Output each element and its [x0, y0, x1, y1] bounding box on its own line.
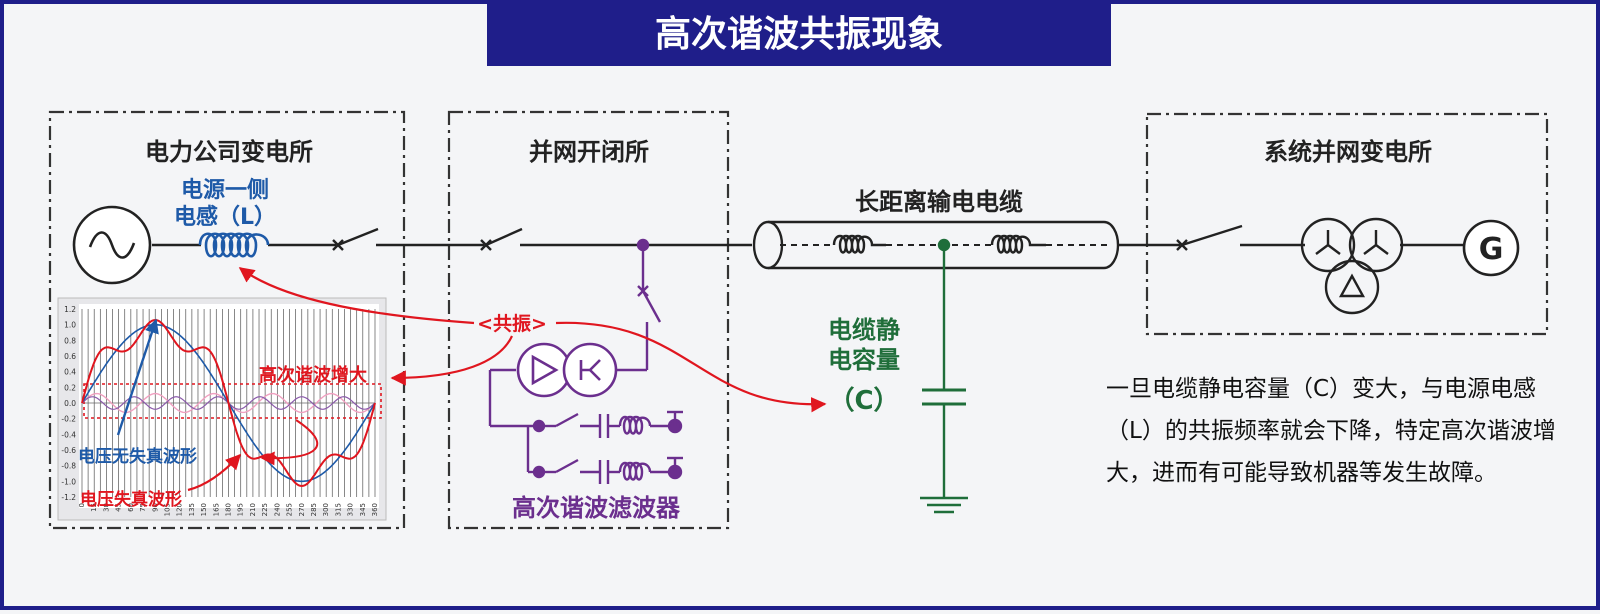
x-tick-label: 195: [237, 503, 245, 516]
filter-row-2: [532, 456, 683, 484]
breaker-switch-2-icon: [480, 227, 523, 251]
arrow-to-capacitance: [555, 321, 827, 413]
y-tick-label: -0.4: [61, 430, 76, 439]
distorted-label: 电压失真波形: [80, 489, 182, 510]
cable-cap-label-3: （C）: [828, 386, 899, 416]
filter-unit-icon: [516, 342, 618, 398]
page-title: 高次谐波共振现象: [655, 14, 943, 55]
utility-station-box: [48, 110, 406, 530]
long-cable: [752, 220, 1120, 270]
x-tick-label: 225: [261, 503, 269, 516]
system-station-label: 系统并网变电所: [1264, 138, 1432, 166]
y-tick-label: 1.2: [64, 305, 76, 314]
x-tick-label: 45: [115, 503, 123, 512]
x-tick-label: 330: [347, 503, 355, 516]
arrow-to-inductance: [238, 267, 475, 325]
x-tick-label: 300: [322, 503, 330, 516]
generator-icon: [1462, 219, 1520, 277]
ac-source-icon: [72, 205, 152, 285]
y-tick-label: 0.6: [64, 352, 76, 361]
resonance-arrows: [238, 267, 827, 413]
x-tick-label: 60: [127, 503, 135, 512]
x-tick-label: 345: [359, 503, 367, 516]
source-inductance-label-2: 电感（L）: [174, 204, 276, 230]
y-tick-label: -1.2: [61, 493, 76, 502]
arrow-to-harmonic-increase: [390, 335, 513, 386]
x-tick-label: 255: [286, 503, 294, 516]
cable-inductance-2-icon: [990, 234, 1046, 254]
filter-row-1: [532, 410, 683, 438]
breaker-switch-3-icon: [1176, 224, 1243, 251]
x-tick-label: 135: [188, 503, 196, 516]
x-tick-label: 165: [212, 503, 220, 516]
y-tick-label: -0.8: [61, 462, 76, 471]
x-tick-label: 285: [310, 503, 318, 516]
source-inductance-label-1: 电源一侧: [181, 178, 269, 203]
x-tick-label: 180: [225, 503, 233, 516]
x-tick-label: 360: [371, 503, 379, 516]
x-tick-label: 15: [90, 503, 98, 512]
generator-label: G: [1479, 232, 1504, 267]
utility-station-label: 电力公司变电所: [145, 138, 313, 166]
y-tick-label: 0.2: [64, 383, 76, 392]
switching-station-label: 并网开闭所: [529, 138, 649, 166]
y-tick-label: 0.8: [64, 336, 76, 345]
x-tick-label: 30: [102, 503, 110, 512]
y-tick-label: 0.0: [64, 399, 76, 408]
title-banner: [487, 0, 1111, 66]
y-tick-label: -0.2: [61, 415, 76, 424]
resonance-label: <共振>: [477, 312, 547, 335]
distorted-wave: [81, 318, 376, 488]
description-text: 一旦电缆静电容量（C）变大，与电源电感（L）的共振频率就会下降，特定高次谐波增大…: [1106, 376, 1556, 486]
x-tick-label: 315: [334, 503, 342, 516]
x-tick-label: 0: [78, 503, 86, 507]
x-tick-label: 240: [273, 503, 281, 516]
y-tick-label: 0.4: [64, 368, 76, 377]
y-tick-label: -1.0: [61, 477, 76, 486]
cable-cap-label-1: 电缆静: [828, 316, 900, 344]
waveform-chart: 1.2 1.0 0.8 0.6 0.4 0.2 0.0 -0.2 -0.4 -0.6 -0.8 -1.…: [57, 297, 387, 521]
undistorted-label: 电压无失真波形: [78, 446, 197, 467]
x-tick-label: 75: [139, 503, 147, 512]
x-tick-label: 120: [176, 503, 184, 516]
distorted-pointer-2: [260, 419, 318, 466]
cable-capacitance: [920, 238, 968, 514]
system-station-box: [1145, 112, 1549, 336]
x-tick-label: 210: [249, 503, 257, 516]
filter-label: 高次谐波滤波器: [512, 494, 681, 522]
x-tick-label: 270: [298, 503, 306, 516]
x-tick-label: 150: [200, 503, 208, 516]
y-tick-label: -0.6: [61, 446, 76, 455]
source-inductance-coil-icon: [198, 232, 270, 258]
filter-rows: [532, 410, 683, 484]
breaker-switch-1-icon: [332, 227, 379, 251]
cable-inductance-1-icon: [832, 234, 886, 254]
transformer-icon: [1300, 217, 1404, 315]
x-tick-label: 90: [151, 503, 159, 512]
distorted-pointer: [187, 453, 242, 492]
cable-cap-label-2: 电容量: [828, 346, 900, 374]
cable-label: 长距离输电电缆: [855, 188, 1023, 216]
x-tick-label: 105: [163, 503, 171, 516]
y-tick-label: 1.0: [64, 321, 76, 330]
harmonic-increase-label: 高次谐波增大: [259, 364, 367, 386]
undistorted-pointer: [116, 318, 159, 436]
